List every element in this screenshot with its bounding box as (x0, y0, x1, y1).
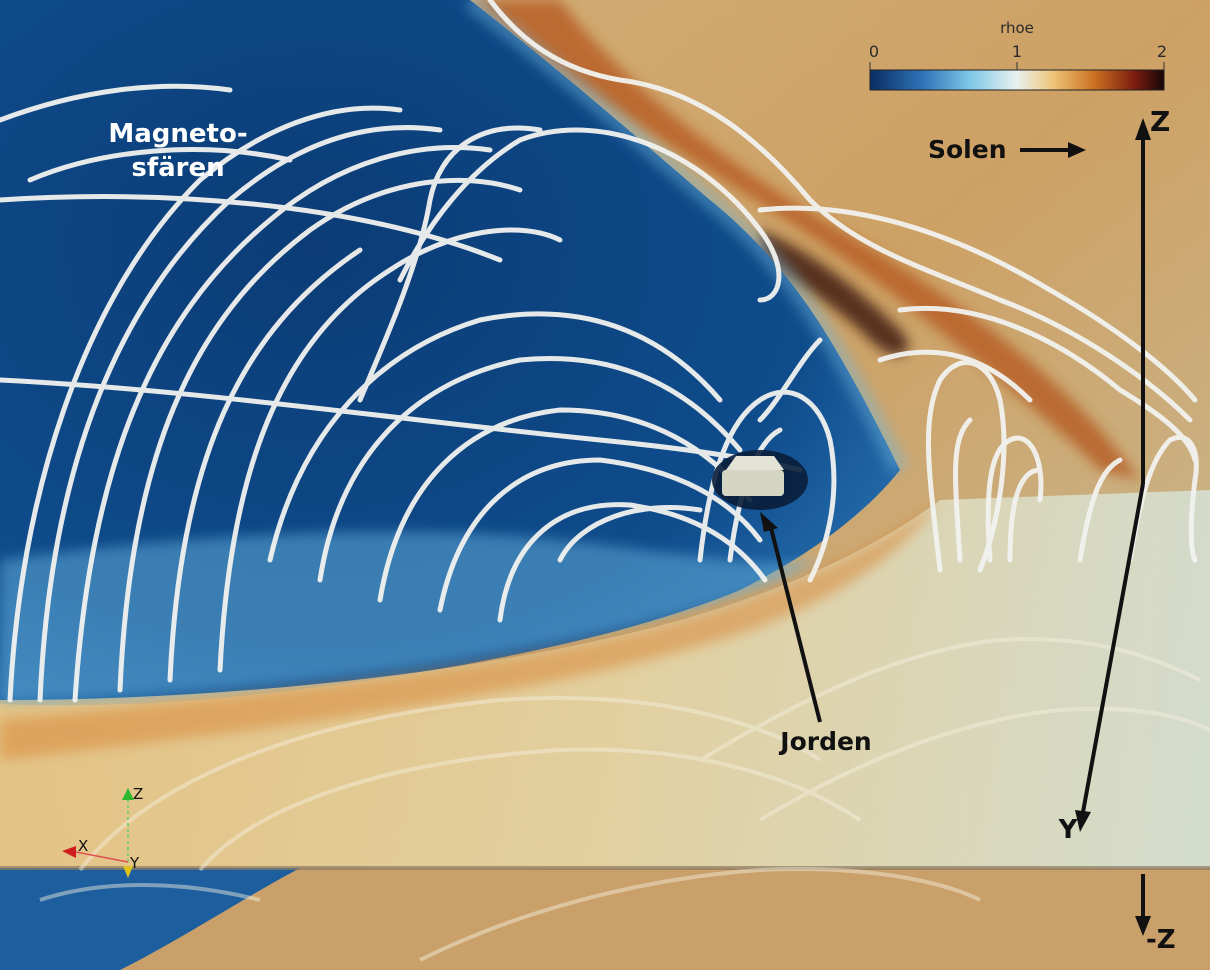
colorbar-tick-2: 2 (1157, 42, 1167, 61)
neg-z-axis-label: -Z (1146, 925, 1176, 955)
colorbar-title: rhoe (1000, 19, 1034, 37)
magnetosphere-label-line1: Magneto- (108, 119, 247, 149)
colorbar-gradient (870, 70, 1164, 90)
colorbar-tick-0: 0 (869, 42, 879, 61)
colorbar-tick-1: 1 (1012, 42, 1022, 61)
magnetosphere-label-line2: sfären (131, 153, 224, 183)
triad-z-label: Z (133, 785, 143, 803)
triad-y-label: Y (129, 854, 140, 872)
z-axis-label: Z (1150, 105, 1170, 138)
triad-x-label: X (78, 837, 88, 855)
earth-label: Jorden (778, 727, 871, 756)
y-axis-label: Y (1058, 815, 1079, 845)
sun-label: Solen (928, 135, 1007, 164)
earth-body (712, 450, 808, 510)
lower-strip-shade (0, 866, 1210, 870)
